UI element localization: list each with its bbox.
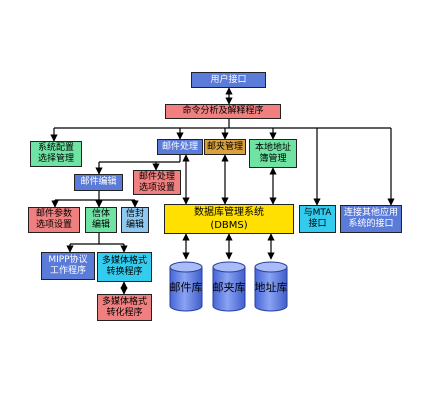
node-multimedia-convert: 多媒体格式 转换程序 <box>97 252 152 282</box>
database-address: 地址库 <box>254 261 288 312</box>
node-system-config: 系统配置 选择管理 <box>30 141 82 167</box>
node-mipp-protocol: MIPP协议 工作程序 <box>41 252 95 280</box>
database-label: 邮件库 <box>170 281 203 294</box>
node-multimedia-transform: 多媒体格式 转化程序 <box>97 294 152 321</box>
node-command-parser: 命令分析及解释程序 <box>165 104 281 119</box>
database-folder: 邮夹库 <box>212 261 246 312</box>
node-other-apps-interface: 连接其他应用 系统的接口 <box>340 205 402 233</box>
node-user-interface: 用户接口 <box>191 72 266 88</box>
node-mail-param-options: 邮件参数 选项设置 <box>28 207 80 233</box>
node-mail-process: 邮件处理 <box>157 139 203 155</box>
node-envelope-edit: 信封 编辑 <box>121 207 149 233</box>
node-dbms: 数据库管理系统 (DBMS) <box>164 204 294 234</box>
connectors <box>50 87 395 295</box>
node-local-address-mgmt: 本地地址 簿管理 <box>249 139 297 168</box>
node-mail-process-options: 邮件处理 选项设置 <box>133 170 181 195</box>
database-mail: 邮件库 <box>169 261 203 312</box>
node-body-edit: 信体 编辑 <box>85 207 117 233</box>
database-label: 地址库 <box>255 280 288 294</box>
node-mta-interface: 与MTA 接口 <box>299 205 336 233</box>
database-label: 邮夹库 <box>213 281 246 294</box>
node-mailbox-mgmt: 邮夹管理 <box>204 139 246 155</box>
node-mail-edit: 邮件编辑 <box>74 174 123 191</box>
